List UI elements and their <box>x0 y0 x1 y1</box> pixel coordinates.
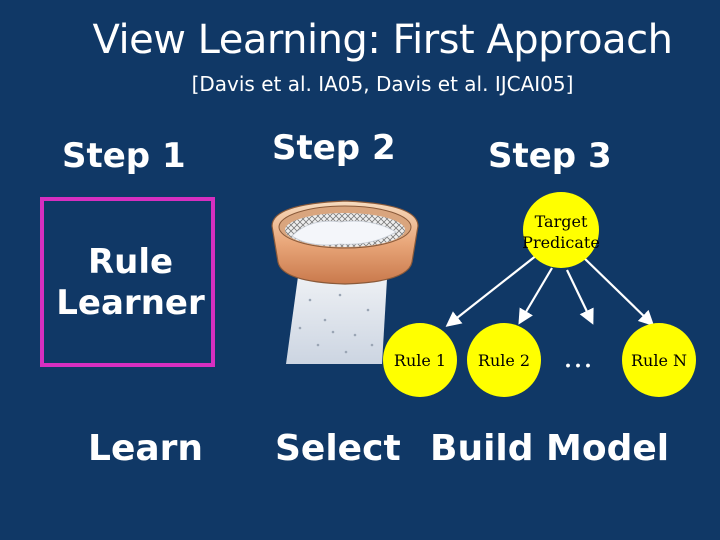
rule-2-node: Rule 2 <box>467 323 541 397</box>
rule-learner-line1: Rule <box>87 242 174 282</box>
rule-learner-label: Rule Learner <box>48 242 213 324</box>
edge-to-rule-n <box>581 255 655 327</box>
target-predicate-node: Target Predicate <box>522 192 600 268</box>
step-3-label: Step 3 <box>488 136 612 176</box>
edge-to-rule-1 <box>445 254 538 327</box>
sieve-icon <box>271 200 419 364</box>
slide-subtitle: [Davis et al. IA05, Davis et al. IJCAI05… <box>191 72 574 96</box>
select-label: Select <box>275 428 401 469</box>
learn-label: Learn <box>88 428 204 469</box>
build-model-label: Build Model <box>430 428 670 469</box>
slide-title: View Learning: First Approach <box>92 17 673 63</box>
rule-1-node: Rule 1 <box>383 323 457 397</box>
rule-learner-box <box>40 197 215 367</box>
more-rules-ellipsis: … <box>563 340 593 375</box>
step-2-label: Step 2 <box>272 128 396 168</box>
target-predicate-line2: Predicate <box>522 233 600 252</box>
tree-edges <box>445 254 655 327</box>
edge-to-ellipsis <box>566 269 594 325</box>
edge-to-rule-2 <box>518 267 553 325</box>
rule-1-label: Rule 1 <box>394 351 446 370</box>
step-1-label: Step 1 <box>62 136 186 176</box>
target-predicate-line1: Target <box>535 212 588 231</box>
rule-n-node: Rule N <box>622 323 696 397</box>
rule-2-label: Rule 2 <box>478 351 530 370</box>
rule-n-label: Rule N <box>631 351 687 370</box>
rule-learner-line2: Learner <box>56 282 205 323</box>
